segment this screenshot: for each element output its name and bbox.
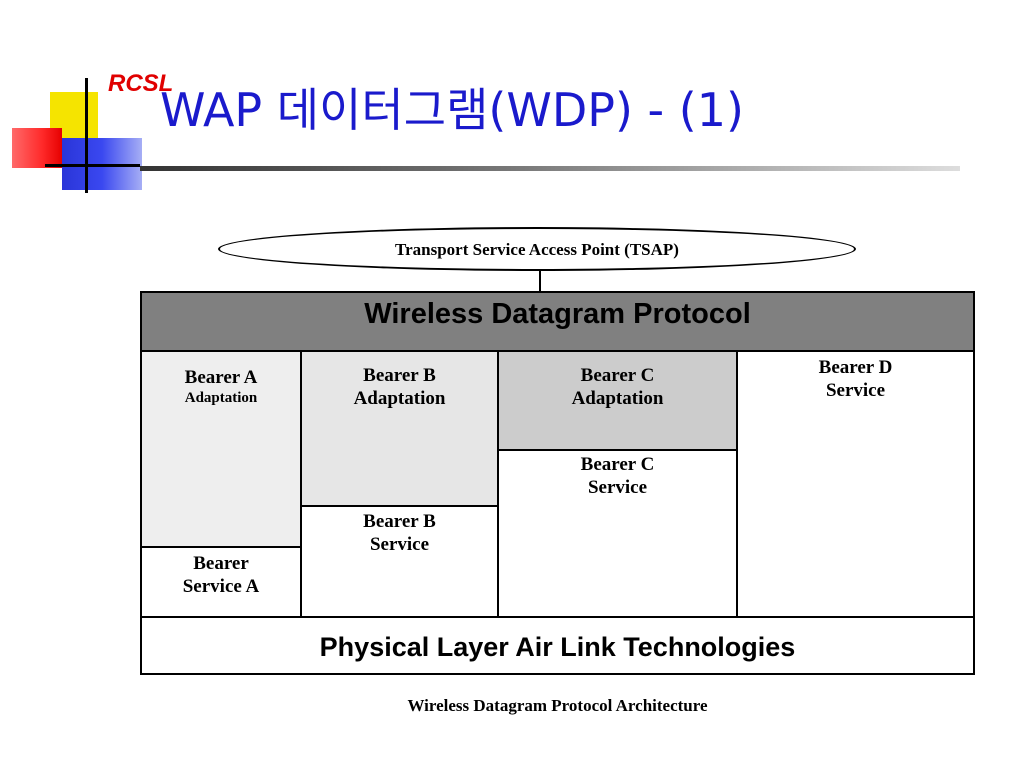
bearer-a-service-line1: Bearer	[193, 553, 249, 574]
bearer-b-adaptation-line2: Adaptation	[353, 388, 446, 409]
title-underline	[140, 166, 960, 171]
bearer-c-adaptation-label: Bearer C Adaptation	[497, 364, 738, 410]
logo-text: RCSL	[108, 70, 174, 97]
wdp-layer-label: Wireless Datagram Protocol	[364, 298, 751, 330]
bearer-a-service-box	[140, 546, 302, 618]
bearer-c-service-line1: Bearer C	[580, 454, 655, 475]
bearer-a-adaptation-line1: Bearer A	[184, 367, 258, 388]
diagram-caption: Wireless Datagram Protocol Architecture	[407, 696, 708, 715]
bearer-b-service-label: Bearer B Service	[300, 510, 499, 556]
bearer-a-service-label: Bearer Service A	[140, 552, 302, 598]
wdp-layer-box	[140, 291, 975, 352]
physical-layer-label: Physical Layer Air Link Technologies	[319, 632, 796, 662]
logo-horizontal-line	[45, 164, 140, 167]
logo-vertical-line	[85, 78, 88, 193]
logo-red-square	[12, 128, 62, 168]
tsap-ellipse	[218, 227, 856, 271]
bearer-d-service-label: Bearer D Service	[736, 356, 975, 402]
bearer-c-service-label: Bearer C Service	[497, 453, 738, 499]
bearer-c-adaptation-line2: Adaptation	[571, 388, 664, 409]
tsap-connector-line	[539, 262, 541, 292]
bearer-a-adaptation-label: Bearer A Adaptation	[140, 366, 302, 407]
bearer-b-service-line2: Service	[369, 534, 430, 555]
bearer-b-service-line1: Bearer B	[363, 511, 436, 532]
bearer-a-service-line2: Service A	[182, 576, 260, 597]
bearer-c-adaptation-line1: Bearer C	[580, 365, 655, 386]
bearer-c-adaptation-box	[497, 350, 738, 451]
bearer-b-adaptation-line1: Bearer B	[363, 365, 436, 386]
physical-layer-box	[140, 616, 975, 675]
bearer-d-service-line1: Bearer D	[818, 357, 893, 378]
tsap-label: Transport Service Access Point (TSAP)	[395, 240, 679, 259]
bearer-a-adaptation-line2: Adaptation	[184, 390, 258, 406]
bearer-b-adaptation-box	[300, 350, 499, 507]
bearer-d-service-line2: Service	[825, 380, 886, 401]
bearer-b-adaptation-label: Bearer B Adaptation	[300, 364, 499, 410]
slide-title: WAP 데이터그램(WDP) - (1)	[160, 83, 744, 137]
bearer-c-service-line2: Service	[587, 477, 648, 498]
